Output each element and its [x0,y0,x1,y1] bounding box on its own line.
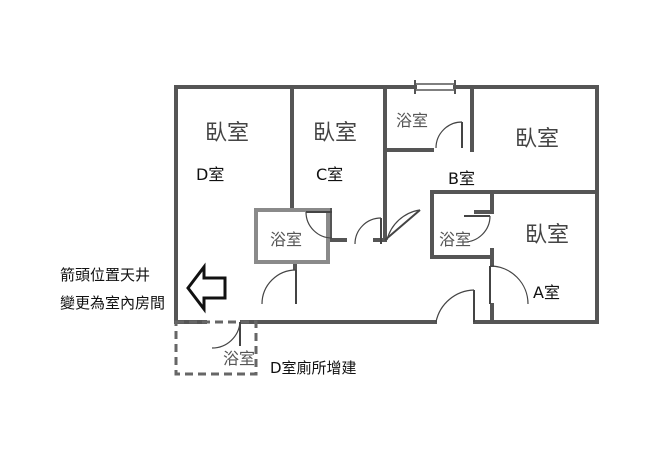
arrow-icon [186,262,227,314]
center-bath-walls [254,208,330,264]
outer-walls [174,85,599,324]
top-bath-label: 浴室 [396,111,428,130]
a-bath-label: 浴室 [439,230,471,249]
a-room-label: A室 [533,283,560,302]
d-toilet-note: D室廁所增建 [270,359,357,377]
b-room-label: B室 [448,169,475,188]
a-bedroom-label: 臥室 [525,223,569,248]
arrow-note-line1: 箭頭位置天井 [60,266,150,284]
d-toilet-extension [174,320,258,376]
center-bath-label: 浴室 [270,230,302,249]
b-bedroom-label: 臥室 [515,127,559,152]
d-bedroom-label: 臥室 [205,121,249,146]
arrow-note-line2: 變更為室內房間 [60,294,165,312]
doors [211,121,529,349]
c-room-label: C室 [316,165,343,184]
c-bedroom-label: 臥室 [313,121,357,146]
d-room-label: D室 [196,165,224,184]
d-toilet-bath-label: 浴室 [223,349,255,368]
top-window [414,80,456,94]
